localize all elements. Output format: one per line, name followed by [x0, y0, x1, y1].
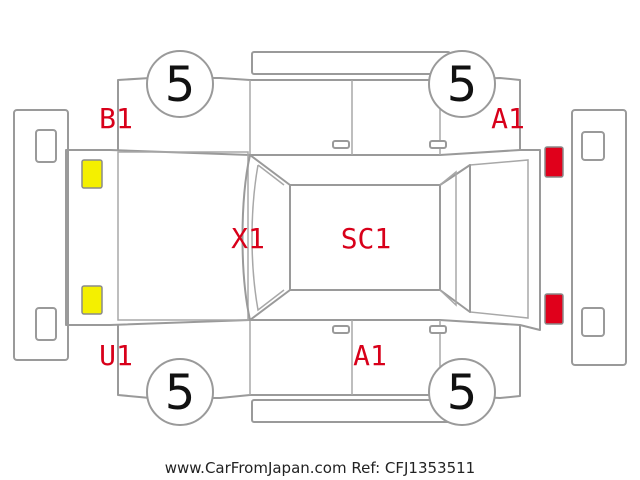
- car-body-outline: [65, 51, 541, 423]
- front-lamps: [544, 146, 564, 325]
- wheel-front-left-label: 5: [447, 57, 478, 113]
- rear-bumper: [13, 109, 69, 361]
- damage-code-roof: SC1: [341, 222, 392, 255]
- rear-lamp-bottom: [81, 285, 103, 315]
- front-lamp-bottom: [544, 293, 564, 325]
- wheel-rear-left-label: 5: [165, 57, 196, 113]
- wheel-front-left: 5: [428, 50, 496, 118]
- wheel-rear-right-label: 5: [165, 365, 196, 421]
- damage-code-hood: X1: [231, 222, 265, 255]
- wheel-front-right: 5: [428, 358, 496, 426]
- damage-code-right-door: A1: [353, 339, 387, 372]
- footer-reference: www.CarFromJapan.com Ref: CFJ1353511: [165, 459, 475, 477]
- rear-lamps: [81, 159, 103, 315]
- wheel-front-right-label: 5: [447, 365, 478, 421]
- damage-code-rear-left-quarter: B1: [99, 102, 133, 135]
- damage-code-rear-right-quarter: U1: [99, 339, 133, 372]
- wheel-rear-left: 5: [146, 50, 214, 118]
- cabin-outline: [241, 154, 471, 321]
- rear-lamp-top: [81, 159, 103, 189]
- front-bumper: [571, 109, 627, 366]
- damage-code-front-right-quarter: A1: [491, 102, 525, 135]
- wheel-rear-right: 5: [146, 358, 214, 426]
- front-lamp-top: [544, 146, 564, 178]
